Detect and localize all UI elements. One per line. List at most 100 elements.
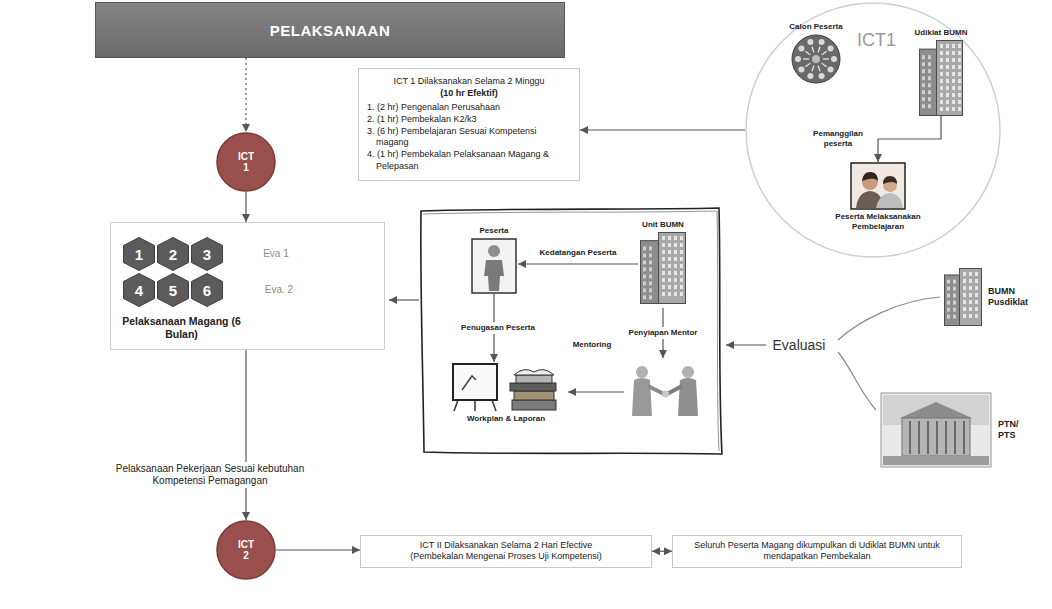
arrow-stroke xyxy=(812,47,814,53)
building-window xyxy=(953,280,956,284)
hexagon-number: 1 xyxy=(135,246,143,263)
building-window xyxy=(662,264,665,268)
building-window xyxy=(668,292,671,296)
building-window xyxy=(963,293,966,297)
person-head xyxy=(828,45,834,51)
person-head xyxy=(488,245,500,257)
building-window xyxy=(922,76,925,80)
hexagon-number: 2 xyxy=(169,246,177,263)
region-circle: ICT1Calon PesertaUdiklat BUMNPeserta Mel… xyxy=(745,2,1001,258)
building-window xyxy=(969,286,972,290)
building-window xyxy=(953,315,956,319)
building-window xyxy=(643,295,646,299)
building-window xyxy=(969,307,972,311)
building-tower xyxy=(659,233,686,304)
evaluation-line xyxy=(838,352,876,410)
icon-node: Unit BUMN xyxy=(638,220,688,304)
building-window xyxy=(958,79,961,83)
arrow-stroke xyxy=(805,51,810,55)
building-window xyxy=(643,267,646,271)
building-window xyxy=(922,55,925,59)
handshake-head xyxy=(682,366,694,378)
list-item: 3. (6 hr) Pembelajaran Sesuai Kompetensi… xyxy=(367,126,571,149)
building-window xyxy=(946,86,949,90)
building-window xyxy=(928,69,931,73)
campus-building xyxy=(902,418,970,456)
campus-column xyxy=(963,421,965,454)
month-hexagon: 6 xyxy=(191,273,223,307)
building-window xyxy=(674,292,677,296)
icon-caption: Workplan & Laporan xyxy=(467,414,545,424)
building-window xyxy=(975,307,978,311)
building-icon xyxy=(919,40,963,116)
person-head xyxy=(819,73,825,79)
campus-column xyxy=(909,421,911,454)
handshake-body xyxy=(632,378,652,416)
building-window xyxy=(946,44,949,48)
building-window xyxy=(969,300,972,304)
evaluation-mark: Eva. 2 xyxy=(263,283,295,296)
building-window xyxy=(963,272,966,276)
evaluation-mark: Eva 1 xyxy=(261,247,291,260)
connector xyxy=(518,263,638,264)
building-window xyxy=(680,243,683,247)
edge-label: Penugasan Peserta xyxy=(459,322,537,334)
building-window xyxy=(668,278,671,282)
building-window xyxy=(975,272,978,276)
hexagon-fill xyxy=(124,274,155,307)
building-window xyxy=(953,287,956,291)
icon-caption: Udiklat BUMN xyxy=(915,28,968,38)
building-window xyxy=(649,295,652,299)
campus-column xyxy=(927,421,929,454)
building-window xyxy=(975,300,978,304)
whiteboard-scribble xyxy=(462,376,476,390)
building-window xyxy=(958,100,961,104)
building-window xyxy=(969,293,972,297)
building-window xyxy=(680,250,683,254)
info-box: Seluruh Peserta Magang dikumpulkan di Ud… xyxy=(672,535,962,568)
building-window xyxy=(958,86,961,90)
box-text: Seluruh Peserta Magang dikumpulkan di Ud… xyxy=(681,540,953,563)
building-window xyxy=(928,62,931,66)
info-box: ICT II Dilaksanakan Selama 2 Hari Efecti… xyxy=(360,535,652,568)
list-item: 4. (1 hr) Pembekalan Pelaksanaan Magang … xyxy=(367,149,571,172)
building-window xyxy=(649,267,652,271)
arrow-stroke xyxy=(812,66,814,72)
box-text: ICT II Dilaksanakan Selama 2 Hari Efecti… xyxy=(369,540,643,551)
building-window xyxy=(940,72,943,76)
building-window xyxy=(662,243,665,247)
building-window xyxy=(975,279,978,283)
arrow-stroke xyxy=(823,58,829,59)
person-head xyxy=(798,45,804,51)
icon-caption: PTN/ PTS xyxy=(998,419,1038,441)
building-window xyxy=(969,279,972,283)
handshake-arm xyxy=(648,386,664,394)
building-window xyxy=(947,280,950,284)
hexagon-number: 5 xyxy=(169,282,177,299)
building-window xyxy=(922,97,925,101)
building-window xyxy=(947,308,950,312)
person-picture xyxy=(471,238,517,294)
campus-picture xyxy=(880,392,992,468)
person-head xyxy=(807,39,813,45)
building-window xyxy=(649,246,652,250)
building-window xyxy=(953,308,956,312)
campus-column xyxy=(954,421,956,454)
person-body xyxy=(876,193,903,208)
handshake-arm xyxy=(667,386,682,394)
connector xyxy=(245,192,246,222)
hexagon-fill xyxy=(124,238,155,271)
building-window xyxy=(928,83,931,87)
crowd-center xyxy=(812,55,820,63)
month-hexagon: 2 xyxy=(157,237,189,271)
building-window xyxy=(668,264,671,268)
building-window xyxy=(649,260,652,264)
icon-node: BUMN Pusdiklat xyxy=(944,268,1046,326)
building-window xyxy=(952,58,955,62)
building-window xyxy=(953,301,956,305)
building-window xyxy=(668,250,671,254)
list-item: 2. (1 hr) Pembekalan K2/k3 xyxy=(367,114,571,126)
hexagon-fill xyxy=(192,274,223,307)
easel-leg xyxy=(474,400,476,411)
